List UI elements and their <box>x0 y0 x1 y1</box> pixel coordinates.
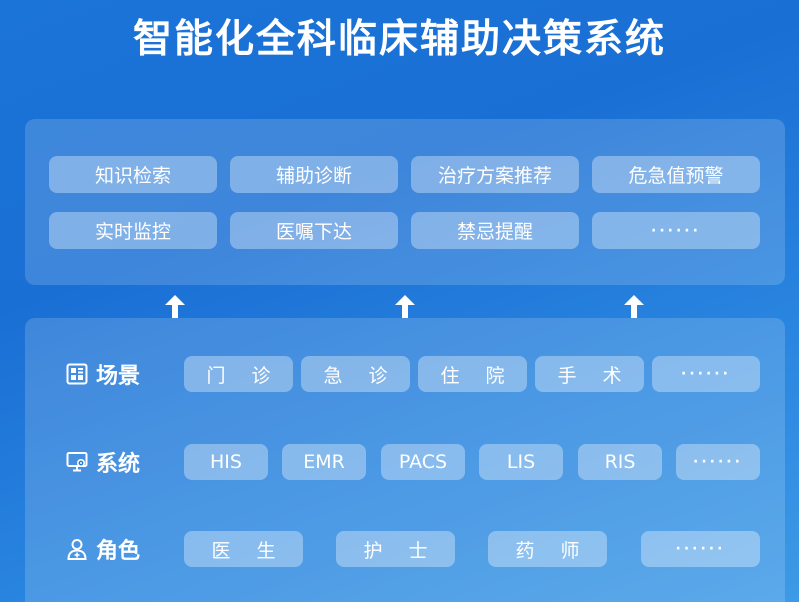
scene-item[interactable]: 门 诊 <box>184 356 293 392</box>
up-arrow-icon <box>165 295 185 318</box>
row-label-scene: 场景 <box>66 356 140 392</box>
role-item[interactable]: 药 师 <box>488 531 607 567</box>
up-arrow-icon <box>624 295 644 318</box>
scene-item[interactable]: 急 诊 <box>301 356 410 392</box>
function-item[interactable]: 危急值预警 <box>592 156 760 193</box>
row-label-system: 系统 <box>66 444 140 480</box>
row-label-role: 角色 <box>66 531 140 567</box>
row-label-text: 系统 <box>96 452 141 477</box>
function-item[interactable]: 治疗方案推荐 <box>411 156 579 193</box>
row-label-text: 角色 <box>96 539 141 564</box>
system-item[interactable]: EMR <box>282 444 366 480</box>
function-item[interactable]: 实时监控 <box>49 212 217 249</box>
function-item[interactable]: 辅助诊断 <box>230 156 398 193</box>
foundation-panel <box>25 318 785 602</box>
function-item[interactable]: 知识检索 <box>49 156 217 193</box>
system-item[interactable]: HIS <box>184 444 268 480</box>
scene-item-more[interactable]: ······ <box>652 356 760 392</box>
system-item[interactable]: RIS <box>578 444 662 480</box>
role-item[interactable]: 护 士 <box>336 531 455 567</box>
row-label-text: 场景 <box>96 364 141 389</box>
up-arrow-icon <box>395 295 415 318</box>
system-item[interactable]: LIS <box>479 444 563 480</box>
function-item[interactable]: 医嘱下达 <box>230 212 398 249</box>
role-item-more[interactable]: ······ <box>641 531 760 567</box>
page-title: 智能化全科临床辅助决策系统 <box>132 17 666 62</box>
function-item-more[interactable]: ······ <box>592 212 760 249</box>
scene-grid-icon <box>66 363 88 385</box>
scene-item[interactable]: 手 术 <box>535 356 644 392</box>
system-item[interactable]: PACS <box>381 444 465 480</box>
function-item[interactable]: 禁忌提醒 <box>411 212 579 249</box>
role-item[interactable]: 医 生 <box>184 531 303 567</box>
doctor-icon <box>67 539 87 560</box>
functions-panel <box>25 119 785 285</box>
system-monitor-icon <box>66 452 88 472</box>
scene-item[interactable]: 住 院 <box>418 356 527 392</box>
system-item-more[interactable]: ······ <box>676 444 760 480</box>
